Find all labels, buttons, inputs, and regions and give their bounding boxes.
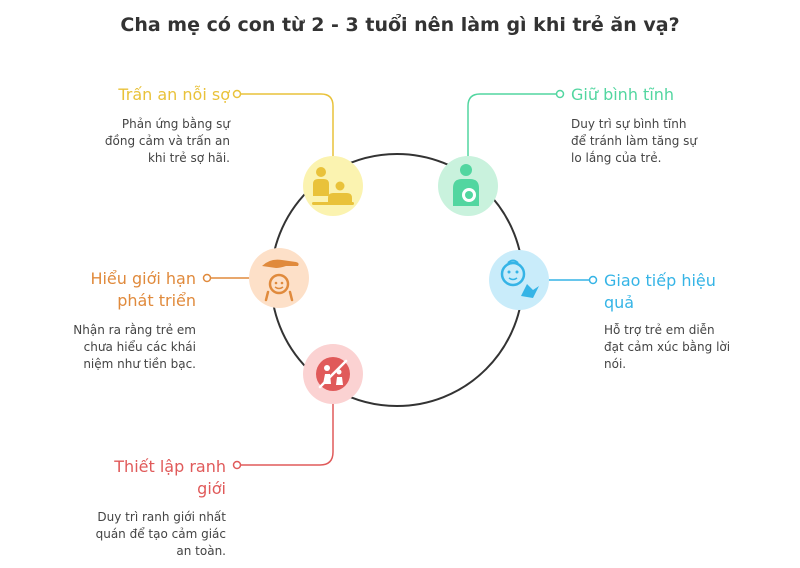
- baby-face-icon: [500, 259, 539, 298]
- desc-boundaries-line-2: quán để tạo cảm giác: [95, 527, 226, 541]
- heading-communicate: Giao tiếp hiệu quả: [604, 270, 774, 314]
- page-title: Cha mẹ có con từ 2 - 3 tuổi nên làm gì k…: [120, 14, 680, 36]
- heading-limits-line-1: Hiểu giới hạn: [90, 269, 196, 288]
- node-calm: [438, 156, 498, 216]
- desc-reassure: Phản ứng bằng sự đồng cảm và trấn an khi…: [60, 116, 230, 167]
- desc-limits-line-2: chưa hiểu các khái: [83, 340, 196, 354]
- node-communicate-circle: [489, 250, 549, 310]
- heading-communicate-line-1: Giao tiếp hiệu: [604, 271, 716, 290]
- connector-reassure: [237, 93, 334, 158]
- heading-calm-line-1: Giữ bình tĩnh: [571, 85, 675, 104]
- desc-boundaries: Duy trì ranh giới nhất quán để tạo cảm g…: [50, 509, 226, 560]
- parent-child-icon: [312, 167, 354, 205]
- desc-communicate-line-2: đạt cảm xúc bằng lời: [604, 340, 731, 354]
- connector-boundaries: [237, 402, 334, 466]
- desc-calm: Duy trì sự bình tĩnh để tránh làm tăng s…: [571, 116, 771, 167]
- no-children-icon: [316, 357, 350, 391]
- heading-communicate-line-2: quả: [604, 293, 635, 312]
- desc-reassure-line-3: khi trẻ sợ hãi.: [147, 151, 230, 165]
- node-limits-circle: [249, 248, 309, 308]
- desc-boundaries-line-1: Duy trì ranh giới nhất: [97, 510, 226, 524]
- desc-limits: Nhận ra rằng trẻ em chưa hiểu các khái n…: [26, 322, 196, 373]
- heading-reassure: Trấn an nỗi sợ: [60, 84, 230, 106]
- heading-limits-line-2: phát triển: [117, 291, 196, 310]
- connector-dot-communicate: [588, 275, 598, 285]
- mother-holding-baby-icon: [453, 164, 479, 206]
- desc-calm-line-3: lo lắng của trẻ.: [571, 151, 662, 165]
- heading-boundaries-line-2: giới: [197, 479, 226, 498]
- node-communicate: [489, 250, 549, 310]
- connector-calm: [467, 93, 560, 158]
- connector-dot-calm: [555, 89, 565, 99]
- desc-calm-line-2: để tránh làm tăng sự: [571, 134, 697, 148]
- hand-over-child-icon: [262, 259, 299, 302]
- desc-communicate-line-3: nói.: [604, 357, 627, 371]
- desc-boundaries-line-3: an toàn.: [176, 544, 226, 558]
- connector-dot-boundaries: [232, 460, 242, 470]
- node-boundaries: [303, 344, 363, 404]
- node-reassure-circle: [303, 156, 363, 216]
- desc-reassure-line-2: đồng cảm và trấn an: [104, 134, 230, 148]
- desc-reassure-line-1: Phản ứng bằng sự: [121, 117, 230, 131]
- heading-calm: Giữ bình tĩnh: [571, 84, 771, 106]
- desc-limits-line-3: niệm như tiền bạc.: [83, 357, 196, 371]
- connector-dot-reassure: [232, 89, 242, 99]
- desc-communicate: Hỗ trợ trẻ em diễn đạt cảm xúc bằng lời …: [604, 322, 784, 373]
- heading-boundaries: Thiết lập ranh giới: [60, 456, 226, 500]
- heading-boundaries-line-1: Thiết lập ranh: [114, 457, 226, 476]
- heading-limits: Hiểu giới hạn phát triển: [40, 268, 196, 312]
- desc-limits-line-1: Nhận ra rằng trẻ em: [73, 323, 196, 337]
- connector-dot-limits: [202, 273, 212, 283]
- node-reassure: [303, 156, 363, 216]
- node-limits: [249, 248, 309, 308]
- desc-calm-line-1: Duy trì sự bình tĩnh: [571, 117, 687, 131]
- heading-reassure-line-1: Trấn an nỗi sợ: [118, 85, 230, 104]
- desc-communicate-line-1: Hỗ trợ trẻ em diễn: [604, 323, 715, 337]
